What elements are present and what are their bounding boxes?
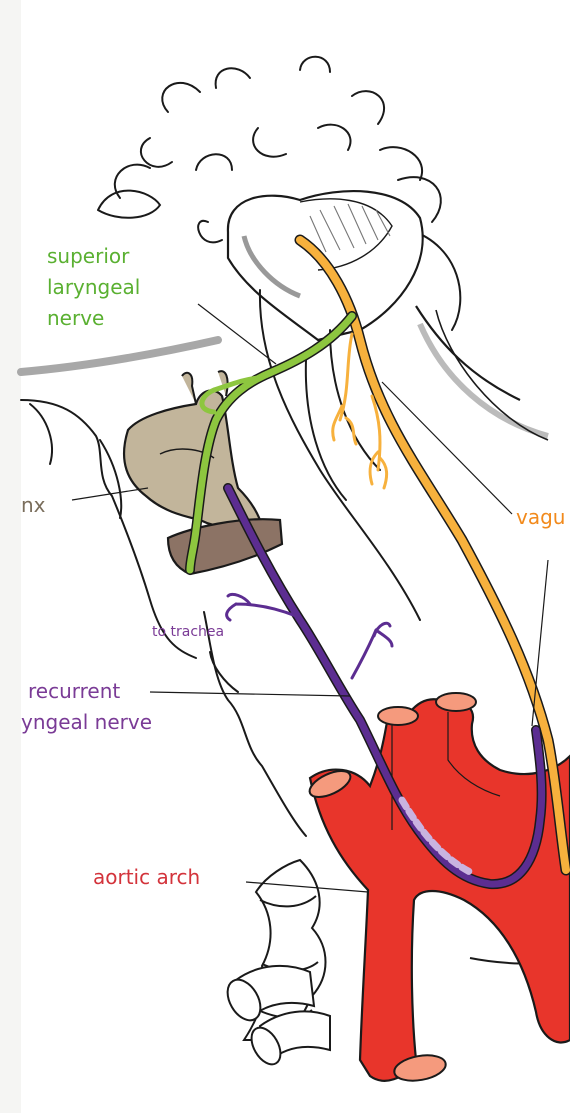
superior-laryngeal-label-line1: superior <box>47 241 129 272</box>
leader-larynx <box>72 488 148 500</box>
leader-recurrent <box>150 692 350 696</box>
superior-laryngeal-label-line2: laryngeal <box>47 272 140 303</box>
superior-laryngeal-label-line3: nerve <box>47 303 104 334</box>
aorta-cut-top-left <box>378 707 418 725</box>
recurrent-laryngeal-label-line1: recurrent <box>28 676 120 707</box>
brainstem <box>228 191 548 440</box>
leader-superior <box>198 304 276 364</box>
recurrent-laryngeal-label-line2: yngeal nerve <box>21 707 152 738</box>
aorta-cut-top-right <box>436 693 476 711</box>
larynx-label: nx <box>21 490 46 521</box>
vagus-label: vagu <box>516 502 565 533</box>
aortic-arch-shape <box>306 693 570 1084</box>
aortic-arch-label: aortic arch <box>93 862 200 893</box>
to-trachea-label: to trachea <box>152 621 224 643</box>
